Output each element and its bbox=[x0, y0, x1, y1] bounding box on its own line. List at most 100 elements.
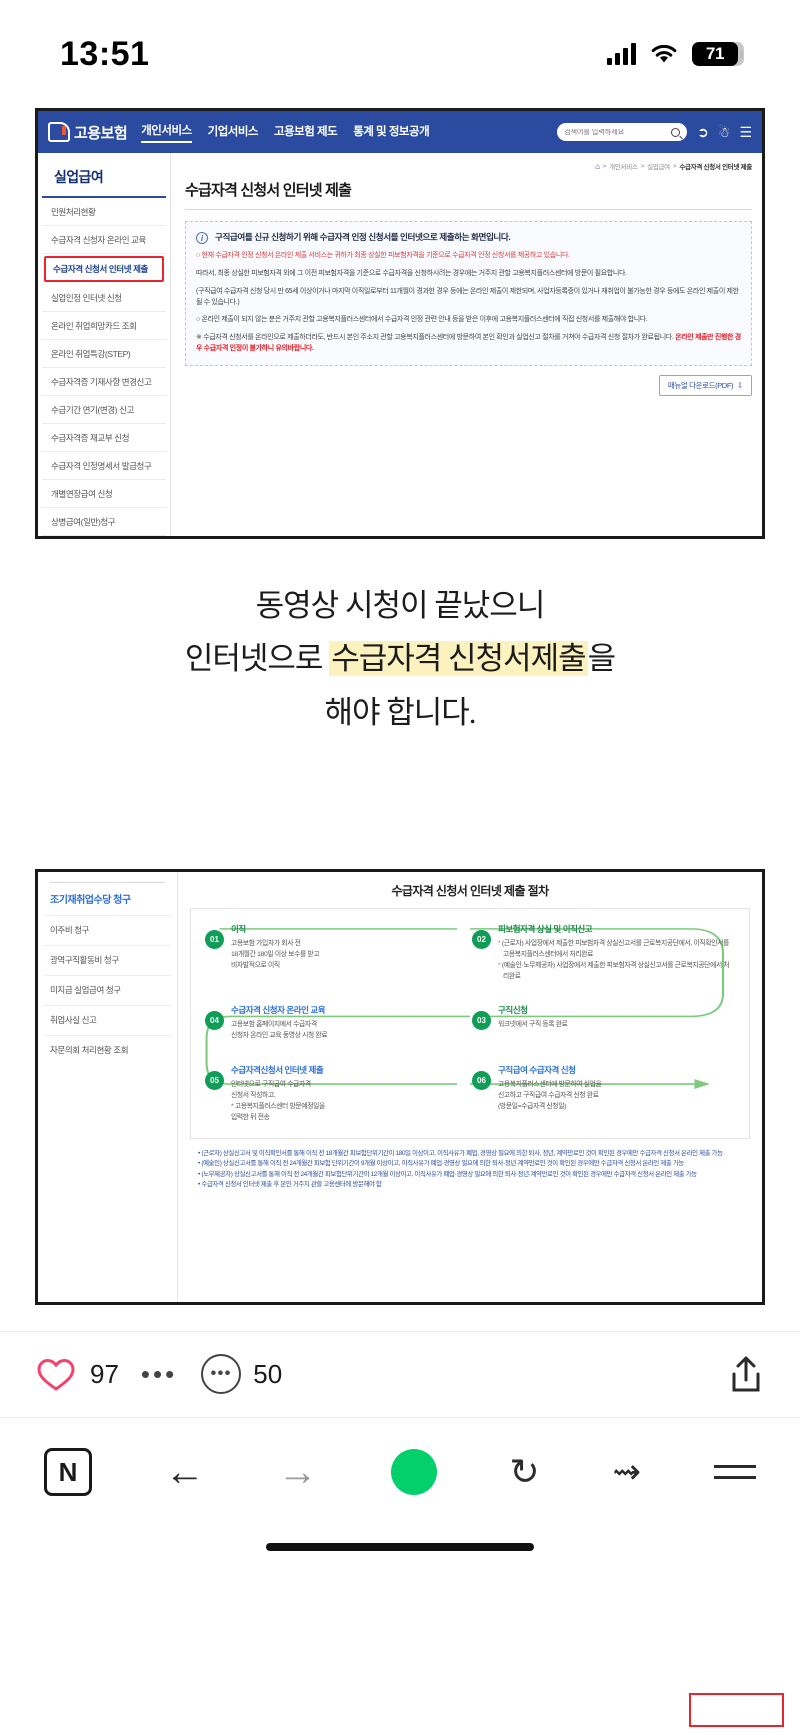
like-count: 97 bbox=[90, 1358, 119, 1389]
search-icon[interactable] bbox=[671, 127, 681, 137]
screenshot-submission-flowchart: 조기재취업수당 청구 이주비 청구 광역구직활동비 청구 미지급 실업급여 청구… bbox=[35, 868, 784, 1727]
heart-icon[interactable] bbox=[34, 1352, 78, 1396]
sidebar-item-recognition-statement[interactable]: 수급자격 인정명세서 발급청구 bbox=[42, 452, 166, 480]
sidebar-item-online-education[interactable]: 수급자격 신청자 온라인 교육 bbox=[42, 226, 166, 254]
flowchart-step-06: 06 구직급여 수급자격 신청 고용복지플러스센터에 방문하여 실업을 신고하고… bbox=[472, 1064, 739, 1124]
share-arrow-icon[interactable]: ⇝ bbox=[612, 1453, 642, 1492]
sidebar-item-moving-cost[interactable]: 이주비 청구 bbox=[44, 914, 171, 945]
flowchart-notes: (근로자) 상실신고서 및 이직확인서를 통해 이직 전 18개월간 피보험단위… bbox=[190, 1139, 750, 1197]
spacer bbox=[0, 749, 800, 869]
step-03-heading: 구직신청 bbox=[498, 1005, 528, 1016]
status-bar: 13:51 71 bbox=[0, 0, 800, 108]
sidebar-item-civil-status[interactable]: 민원처리현황 bbox=[42, 198, 166, 226]
sidebar-item-certificate-change[interactable]: 수급자격증 기재사항 변경신고 bbox=[42, 368, 166, 396]
step-04-line-1: 고용보험 홈페이지에서 수급자격 bbox=[231, 1021, 317, 1029]
caption-line-2: 인터넷으로 수급자격 신청서제출을 bbox=[0, 632, 800, 685]
sidebar-item-employment-hope-card[interactable]: 온라인 취업희망카드 조회 bbox=[42, 312, 166, 340]
step-06-line-3: (방문일=수급자격 신청일) bbox=[498, 1102, 567, 1110]
flowchart-sidebar: 조기재취업수당 청구 이주비 청구 광역구직활동비 청구 미지급 실업급여 청구… bbox=[38, 871, 178, 1302]
flowchart-note-2: (예술인) 상실신고서를 통해 이직 전 24개월간 피보험 단위기간이 9개월… bbox=[196, 1159, 746, 1170]
nav-item-insurance-system[interactable]: 고용보험 제도 bbox=[274, 125, 338, 138]
breadcrumb-item-1[interactable]: 개인서비스 bbox=[609, 164, 638, 171]
sidebar-item-unemployment-recognition[interactable]: 실업인정 인터넷 신청 bbox=[42, 284, 166, 312]
manual-download-button[interactable]: 매뉴얼 다운로드(PDF) ⇩ bbox=[658, 374, 752, 396]
flowchart-card: 01 이직 고용보험 가입자가 회사 전 18개월간 180일 이상 보수를 받… bbox=[190, 907, 750, 1139]
more-dots-icon[interactable]: ••• bbox=[140, 1358, 178, 1389]
caption-highlight: 수급자격 신청서제출 bbox=[329, 641, 588, 677]
blog-post-content: 고용보험 개인서비스 기업서비스 고용보험 제도 통계 및 정보공개 ➲ ☃ ☰… bbox=[0, 108, 800, 1727]
breadcrumb-sep-3: > bbox=[672, 162, 677, 170]
sidebar-item-advisory-status[interactable]: 자문의회 처리현황 조회 bbox=[44, 1034, 171, 1065]
step-05-line-1: 인터넷으로 구직급여 수급자격 bbox=[231, 1081, 311, 1089]
step-number-06: 06 bbox=[472, 1071, 491, 1091]
green-circle-icon[interactable] bbox=[390, 1449, 437, 1496]
flowchart-main: 수급자격 신청서 인터넷 제출 절차 01 이직 bbox=[178, 872, 784, 1727]
step-01-line-3: 비자발적으로 이직 bbox=[231, 961, 280, 969]
sidebar-item-step-program[interactable]: 온라인 취업특강(STEP) bbox=[42, 340, 166, 368]
info-paragraph-2: 따라서, 최종 상실한 피보험자격 외에 그 이전 피보험자격을 기준으로 수급… bbox=[196, 269, 627, 277]
main-content: ⌂ > 개인서비스 > 실업급여 > 수급자격 신청서 인터넷 제출 수급자격 … bbox=[171, 153, 762, 536]
info-note-text: ※ 수급자격 신청서를 온라인으로 제출하더라도, 반드시 본인 주소지 관할 … bbox=[196, 334, 674, 342]
info-note-emphasis: 온라인 제출만 진행한 경우 수급자격 인정이 불가하니 유의바랍니다. bbox=[196, 334, 741, 353]
site-header: 고용보험 개인서비스 기업서비스 고용보험 제도 통계 및 정보공개 ➲ ☃ ☰ bbox=[38, 111, 762, 153]
step-06-line-1: 고용복지플러스센터에 방문하여 실업을 bbox=[498, 1081, 602, 1089]
sidebar-menu: 민원처리현황 수급자격 신청자 온라인 교육 수급자격 신청서 인터넷 제출 실… bbox=[42, 198, 166, 536]
step-number-05: 05 bbox=[205, 1071, 224, 1091]
sidebar-item-internet-submission[interactable]: 수급자격 신청서 인터넷 제출 bbox=[44, 256, 164, 282]
refresh-icon[interactable]: ↻ bbox=[509, 1451, 540, 1493]
breadcrumb-sep-1: > bbox=[602, 162, 607, 170]
step-number-01: 01 bbox=[205, 929, 224, 949]
sidebar: 실업급여 민원처리현황 수급자격 신청자 온라인 교육 수급자격 신청서 인터넷… bbox=[38, 153, 171, 536]
search-input[interactable] bbox=[564, 128, 668, 136]
info-paragraph-1: ○ 현재 수급자격 인정 신청서 온라인 제출 서비스는 귀하가 최종 상실한 … bbox=[196, 252, 570, 259]
engagement-bar: 97 ••• ••• 50 bbox=[0, 1330, 800, 1417]
sidebar-item-unpaid-benefit[interactable]: 미지급 실업급여 청구 bbox=[44, 974, 171, 1005]
step-03-line-1: 워크넷에서 구직 등록 완료 bbox=[498, 1021, 568, 1029]
site-logo[interactable]: 고용보험 bbox=[48, 122, 128, 143]
arrow-left-icon[interactable]: ← bbox=[164, 1450, 205, 1495]
sidebar-item-period-extension[interactable]: 수급기간 연기(변경) 신고 bbox=[42, 396, 166, 424]
nav-item-statistics[interactable]: 통계 및 정보공개 bbox=[353, 125, 430, 138]
naver-home-button[interactable]: N bbox=[44, 1448, 92, 1497]
logo-text: 고용보험 bbox=[74, 124, 128, 142]
share-upload-icon[interactable] bbox=[726, 1352, 766, 1396]
sidebar-item-sickness-benefit[interactable]: 상병급여(일반)청구 bbox=[42, 508, 166, 536]
hamburger-menu-icon[interactable] bbox=[713, 1465, 756, 1480]
nav-item-company-service[interactable]: 기업서비스 bbox=[207, 125, 259, 138]
battery-icon: 71 bbox=[692, 42, 744, 66]
flowchart-sidebar-title[interactable]: 조기재취업수당 청구 bbox=[50, 894, 131, 906]
info-box-headline-row: i 구직급여를 신규 신청하기 위해 수급자격 인정 신청서를 인터넷으로 제출… bbox=[196, 231, 741, 244]
hamburger-menu-icon[interactable]: ☰ bbox=[739, 124, 752, 140]
logout-icon[interactable]: ➲ bbox=[697, 124, 709, 140]
sidebar-item-certificate-reissue[interactable]: 수급자격증 재교부 신청 bbox=[42, 424, 166, 452]
flowchart-step-05: 05 수급자격신청서 인터넷 제출 인터넷으로 구직급여 수급자격 신청서 작성… bbox=[205, 1064, 472, 1124]
flowchart-note-3: (노무제공자) 상실신고서를 통해 이직 전 24개월간 피보험단위기간이 12… bbox=[196, 1170, 746, 1181]
caption-line-3: 해야 합니다. bbox=[324, 694, 476, 730]
arrow-right-icon[interactable]: → bbox=[277, 1450, 318, 1495]
flowchart-page-body: 조기재취업수당 청구 이주비 청구 광역구직활동비 청구 미지급 실업급여 청구… bbox=[38, 871, 784, 1727]
breadcrumb-item-2[interactable]: 실업급여 bbox=[647, 164, 670, 171]
main-navigation: 개인서비스 기업서비스 고용보험 제도 통계 및 정보공개 bbox=[141, 122, 430, 143]
info-box: i 구직급여를 신규 신청하기 위해 수급자격 인정 신청서를 인터넷으로 제출… bbox=[185, 221, 752, 366]
nav-item-personal-service[interactable]: 개인서비스 bbox=[141, 122, 192, 143]
sidebar-title: 실업급여 bbox=[42, 167, 166, 198]
site-search[interactable] bbox=[557, 123, 688, 141]
step-01-heading: 이직 bbox=[231, 923, 246, 934]
caption-line-1: 동영상 시청이 끝났으니 bbox=[255, 588, 546, 623]
flowchart-sidebar-menu: 이주비 청구 광역구직활동비 청구 미지급 실업급여 청구 취업사실 신고 자문… bbox=[44, 914, 171, 1065]
info-note: ※ 수급자격 신청서를 온라인으로 제출하더라도, 반드시 본인 주소지 관할 … bbox=[196, 333, 741, 355]
battery-level: 71 bbox=[705, 44, 725, 63]
step-05-line-2: 신청서 작성하고, bbox=[231, 1092, 276, 1100]
sidebar-item-individual-extension[interactable]: 개별연장급여 신청 bbox=[42, 480, 166, 508]
sidebar-item-wide-area-job-search[interactable]: 광역구직활동비 청구 bbox=[44, 944, 171, 975]
step-06-heading: 구직급여 수급자격 신청 bbox=[498, 1065, 576, 1076]
user-icon[interactable]: ☃ bbox=[717, 124, 731, 140]
download-icon: ⇩ bbox=[737, 380, 743, 390]
step-01-line-1: 고용보험 가입자가 회사 전 bbox=[231, 939, 301, 947]
sidebar-item-employment-report[interactable]: 취업사실 신고 bbox=[44, 1004, 171, 1035]
breadcrumb: ⌂ > 개인서비스 > 실업급여 > 수급자격 신청서 인터넷 제출 bbox=[185, 161, 752, 172]
step-number-03: 03 bbox=[472, 1011, 491, 1031]
home-icon[interactable]: ⌂ bbox=[595, 161, 600, 171]
comment-bubble-icon[interactable]: ••• bbox=[201, 1354, 242, 1395]
comment-count: 50 bbox=[253, 1358, 283, 1389]
